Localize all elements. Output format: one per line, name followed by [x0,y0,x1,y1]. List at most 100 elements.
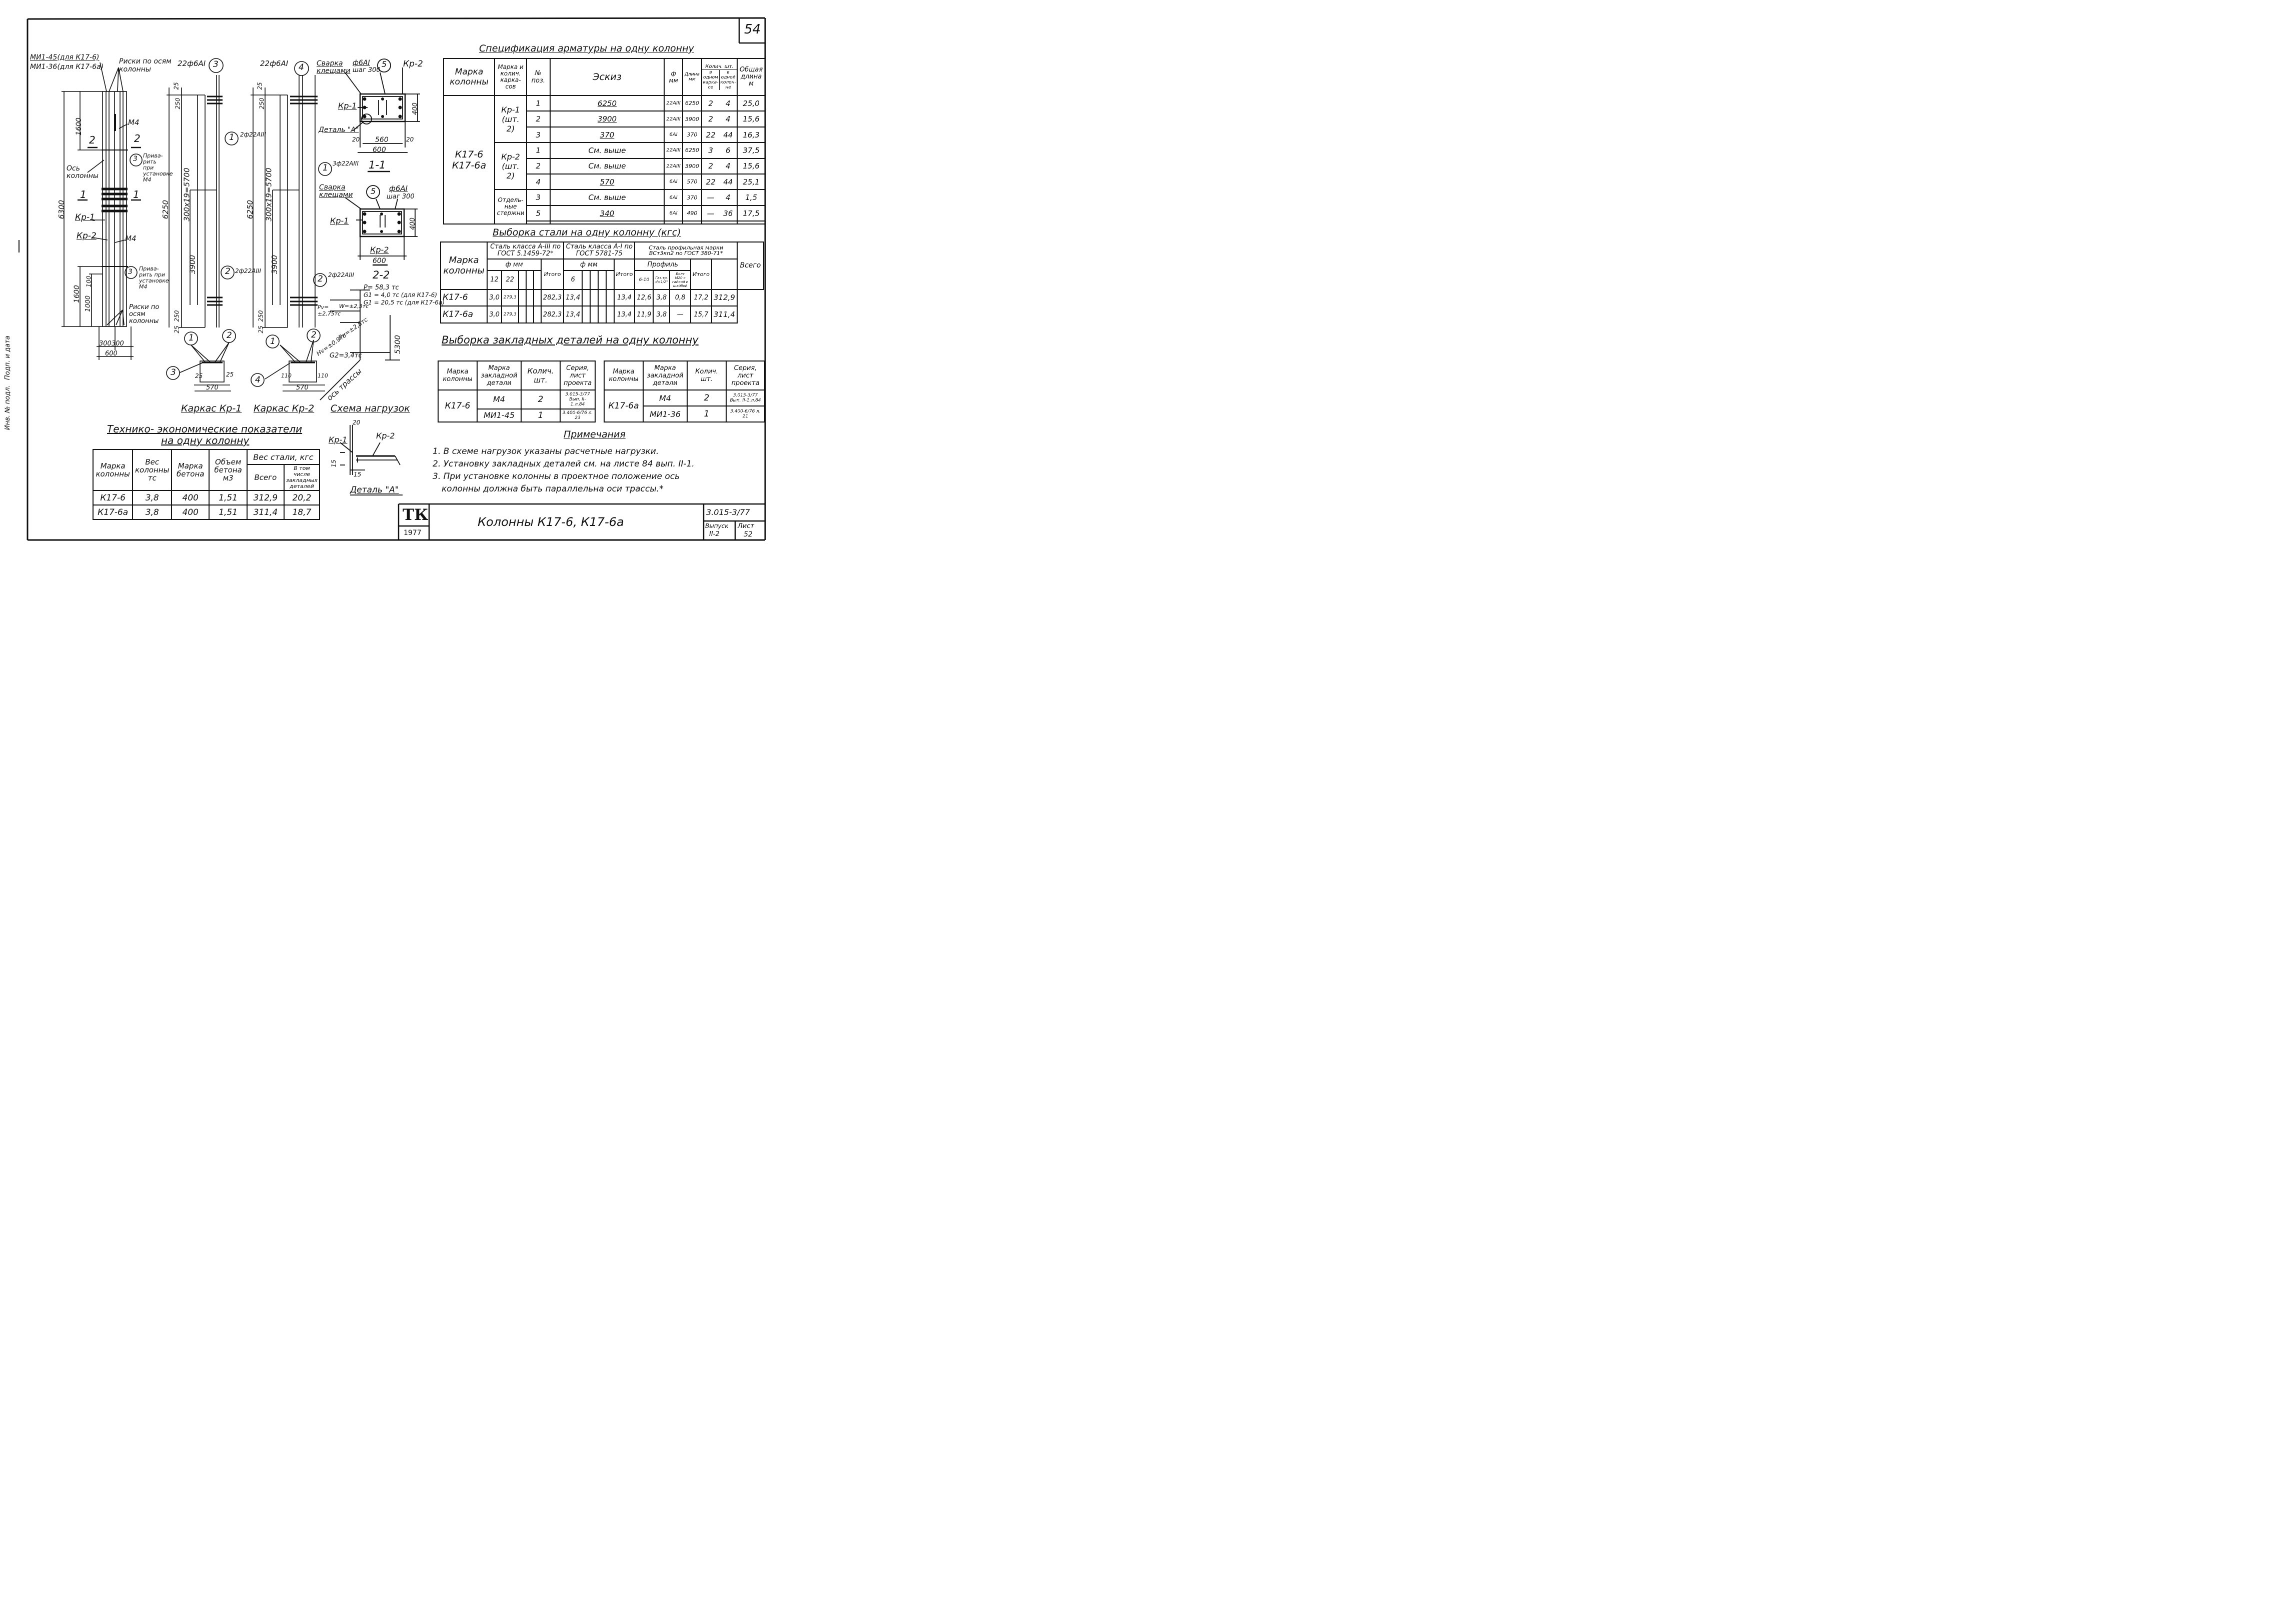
load-p: P= 58,3 тс [364,284,399,292]
embed-detail: М4 [643,390,688,406]
section-11-dim-600: 600 [373,146,386,154]
rebar-label-1: 2ф22АIII [240,131,266,138]
mark-4-bottom: 4 [255,375,261,385]
spec-pos: 1 [526,94,551,112]
spec-h-count-label: Колич. шт. [702,64,737,70]
tep-cell: 312,9 [246,490,285,506]
tep-cell: К17-6 [92,490,134,506]
spec-diam: 6АI [664,189,683,206]
steel-cell [518,288,527,307]
detail-a-svg [340,425,403,496]
steel-h-mark: Марка колонны [440,242,488,290]
spec-pos: 2 [526,158,551,175]
dim-570-b: 570 [296,384,309,392]
steel-cell [589,306,599,324]
note-3-cont: колонны должна быть параллельна оси трас… [442,484,664,494]
embed-title: Выборка закладных деталей на одну колонн… [442,334,699,346]
top-rebar-label-1: 22ф6АI [178,59,206,68]
spec-empty [701,220,738,224]
steel-h-profile: Профиль [634,258,691,271]
steel-cell: 13,4 [563,288,583,307]
section-mark-3: 3 [171,368,176,378]
section-22-title: 2-2 [373,269,390,281]
section-22-mark-5: 5 [371,186,376,196]
spec-diam: 6АI [664,204,683,222]
tep-cell: 20,2 [284,490,320,506]
title-block-frame [398,503,765,540]
tep-title-2: на одну колонну [161,434,250,446]
steel-cell: — [669,306,691,324]
weld-top-mark: 3 [133,155,138,163]
mark-1-a: 1 [229,132,235,142]
embed-table-k17-6: Марка колонны Марка закладной детали Кол… [438,360,596,423]
weld-top-label: Прива- рить при установке М4 [143,152,173,183]
column-elevation-svg [62,62,236,392]
embed-series: 3.400-6/76 л. 21 [726,406,765,422]
embed-h-detail-2: Марка закладной детали [643,360,688,390]
section-mark-2: 2 [227,330,232,340]
steel-row-mark: К17-6а [440,306,488,324]
mark-1-c: 1 [270,336,276,346]
section-mark-1: 1 [189,333,194,343]
steel-sub-empty [518,270,527,290]
spec-diam: 22АIII [664,94,683,112]
steel-cell: 3,8 [653,306,671,324]
dim-25-right: 25 [226,371,234,378]
notes-title: Примечания [564,429,626,440]
dim-570: 570 [206,384,219,392]
steel-sub-empty [533,270,542,290]
note-3: 3. При установке колонны в проектное пол… [433,472,680,482]
section-11-rebar: ф6АI [353,59,370,67]
steel-h-a3: Сталь класса А-III по ГОСТ 5.1459-72* [487,242,565,260]
steel-cell [605,306,615,324]
spec-total: 17,5 [737,204,766,222]
steel-sub-bolt: Болт М20 с гайкой и шайбой [669,270,691,290]
spec-h-per-column: в одной колон- не [720,70,736,90]
tep-h-total: Всего [246,464,285,491]
tep-h-steel: Вес стали, кгс [246,449,321,465]
rebar-label-4: 2ф22АIII [328,272,354,278]
spec-sketch: 6250 [549,94,665,112]
load-g1-k17-6: G1 = 4,0 тс (для К17-6) [364,292,438,298]
steel-cell: 312,9 [711,288,738,307]
note-2: 2. Установку закладных деталей см. на ли… [433,459,695,469]
section-11-step: шаг 300 [353,66,381,74]
tep-cell: 3,8 [132,490,173,506]
dim-300-right: 300 [112,340,124,348]
spec-count: —4 [701,189,738,206]
spec-h-frame: Марка и колич. карка- сов [494,58,527,96]
steel-sub-empty [525,270,534,290]
section-11-weld: Сварка клещами [317,60,351,75]
embed-series: 3.400-6/76 л. 23 [560,408,596,423]
spec-empty [549,220,665,224]
steel-cell [582,288,591,307]
steel-h-a1: Сталь класса А-I по ГОСТ 5781-75 [563,242,636,260]
spec-pos: 2 [526,110,551,128]
spec-pos: 1 [526,142,551,159]
caption-load-scheme: Схема нагрузок [331,403,410,414]
steel-cell: 3,0 [487,306,502,324]
detail-a-kp2: Кр-2 [376,431,395,440]
tep-cell: 18,7 [284,504,320,520]
embed-count: 2 [521,390,561,410]
spec-total: 15,6 [737,158,766,175]
steel-cell [597,288,607,307]
steel-h-itogo-3: Итого [690,258,712,290]
steel-cell: 13,4 [613,306,636,324]
section-11-detail: Деталь "А" [319,126,359,134]
section-1-right: 1 [133,188,140,200]
spec-h-mark: Марка колонны [443,58,496,96]
rebar-label-2: 3ф22АIII [333,160,359,167]
section-22-kp1: Кр-1 [330,216,349,226]
tep-title-1: Технико- экономические показатели [107,423,303,435]
steel-h-fmm-2: ф мм [563,258,615,271]
steel-cell: 282,3 [540,306,565,324]
spec-pos: 3 [526,189,551,206]
mark-2-b: 2 [318,274,323,284]
embed-label-k17-6a: МИ1-36(для К17-6а) [30,63,104,71]
steel-cell [597,306,607,324]
risks-bottom-label: Риски по осям колонны [129,304,160,325]
spec-total: 16,3 [737,126,766,144]
